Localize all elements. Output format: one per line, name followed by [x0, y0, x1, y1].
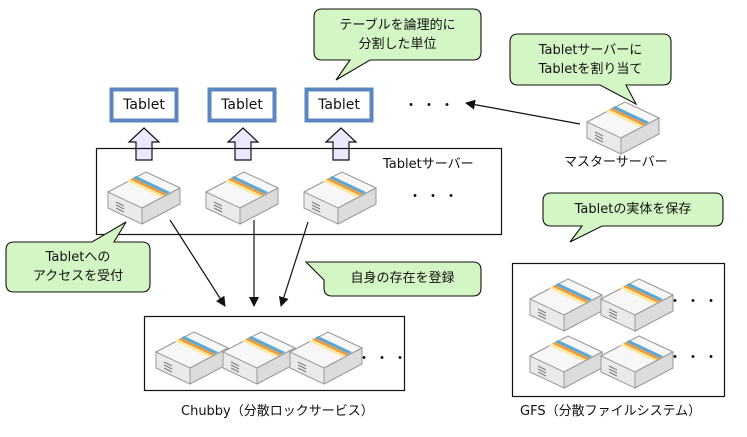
tablet-box-2 — [207, 87, 277, 123]
bubble-store-shape — [542, 192, 724, 243]
chubby-label: Chubby（分散ロックサービス） — [181, 404, 374, 419]
tablet-label-3: Tablet — [318, 97, 360, 113]
master-server-icon — [586, 101, 660, 155]
up-arrow-2 — [226, 127, 260, 161]
up-arrow-1 — [127, 127, 161, 161]
bubble-assign-line-1: Tabletサーバーに — [538, 43, 643, 58]
tablet-server-icon-1 — [107, 171, 181, 225]
chubby-server-icon-2 — [222, 331, 296, 385]
bubble-access-text: Tabletへの アクセスを受付 — [6, 248, 150, 286]
gfs-server-icon-4 — [600, 335, 674, 389]
bubble-partition-text: テーブルを論理的に 分割した単位 — [314, 16, 481, 54]
register-arrow-1 — [169, 219, 226, 307]
bubble-assign-text: Tabletサーバーに Tabletを割り当て — [510, 41, 671, 79]
bubble-store-line-1: Tabletの実体を保存 — [574, 202, 692, 217]
bubble-access-line-1: Tabletへの — [45, 250, 111, 265]
gfs-group — [511, 262, 726, 398]
tablet-server-more-ellipsis: ・・・ — [408, 189, 462, 205]
gfs-label: GFS（分散ファイルシステム） — [520, 404, 702, 419]
tablet-server-icon-2 — [205, 171, 279, 225]
bubble-store-text: Tabletの実体を保存 — [543, 200, 723, 219]
tablet-server-label: Tabletサーバー — [383, 157, 474, 172]
tablet-server-group — [95, 147, 503, 236]
up-arrow-3 — [324, 127, 358, 161]
bubble-partition-shape — [313, 8, 482, 81]
bubble-register-text: 自身の存在を登録 — [324, 269, 481, 288]
bubble-assign-shape — [509, 33, 672, 106]
chubby-server-icon-1 — [155, 331, 229, 385]
gfs-more-ellipsis-2: ・・・ — [668, 350, 722, 366]
tablet-box-3 — [304, 87, 374, 123]
bubble-access-line-2: アクセスを受付 — [32, 269, 124, 284]
bubble-partition-line-2: 分割した単位 — [358, 37, 437, 52]
bubble-register-shape — [304, 261, 482, 297]
gfs-server-icon-3 — [529, 335, 603, 389]
tablet-label-2: Tablet — [221, 97, 263, 113]
gfs-more-ellipsis-1: ・・・ — [668, 294, 722, 310]
gfs-server-icon-2 — [600, 278, 674, 332]
bubble-partition-line-1: テーブルを論理的に — [339, 18, 456, 33]
bubble-access-shape — [5, 221, 151, 293]
bubble-assign-line-2: Tabletを割り当て — [538, 62, 643, 77]
tablet-server-icon-3 — [303, 171, 377, 225]
master-assign-arrow — [465, 99, 581, 125]
tablets-more-ellipsis: ・・・ — [404, 98, 458, 114]
tablet-box-1 — [109, 87, 179, 123]
register-arrow-3 — [278, 221, 309, 307]
chubby-group — [143, 315, 406, 392]
master-server-label: マスターサーバー — [564, 155, 668, 170]
tablet-label-1: Tablet — [123, 97, 165, 113]
gfs-server-icon-1 — [529, 278, 603, 332]
chubby-more-ellipsis: ・・・ — [357, 351, 411, 367]
bubble-register-line-1: 自身の存在を登録 — [350, 271, 455, 286]
chubby-server-icon-3 — [289, 331, 363, 385]
